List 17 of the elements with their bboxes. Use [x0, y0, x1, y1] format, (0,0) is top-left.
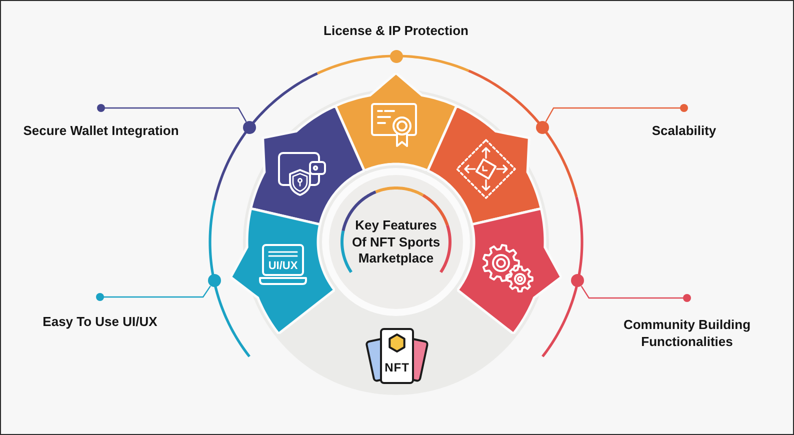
junction-dot	[208, 274, 221, 288]
leader-line	[96, 286, 211, 301]
leader-line	[580, 286, 691, 302]
feature-label: Secure Wallet Integration	[23, 122, 179, 139]
feature-label: Community Building Functionalities	[622, 316, 752, 350]
leader-line	[97, 104, 247, 122]
feature-label: Scalability	[652, 122, 716, 139]
card-text: NFT	[384, 362, 410, 374]
feature-label: Easy To Use UI/UX	[42, 313, 158, 330]
center-title: Key Features Of NFT Sports Marketplace	[350, 217, 442, 267]
junction-dot	[571, 274, 584, 288]
feature-label: License & IP Protection	[324, 22, 468, 39]
junction-dot	[242, 120, 256, 134]
leader-line	[545, 104, 688, 122]
junction-dot	[536, 120, 550, 134]
screen-text: UI/UX	[268, 260, 298, 272]
junction-dot	[390, 50, 402, 62]
